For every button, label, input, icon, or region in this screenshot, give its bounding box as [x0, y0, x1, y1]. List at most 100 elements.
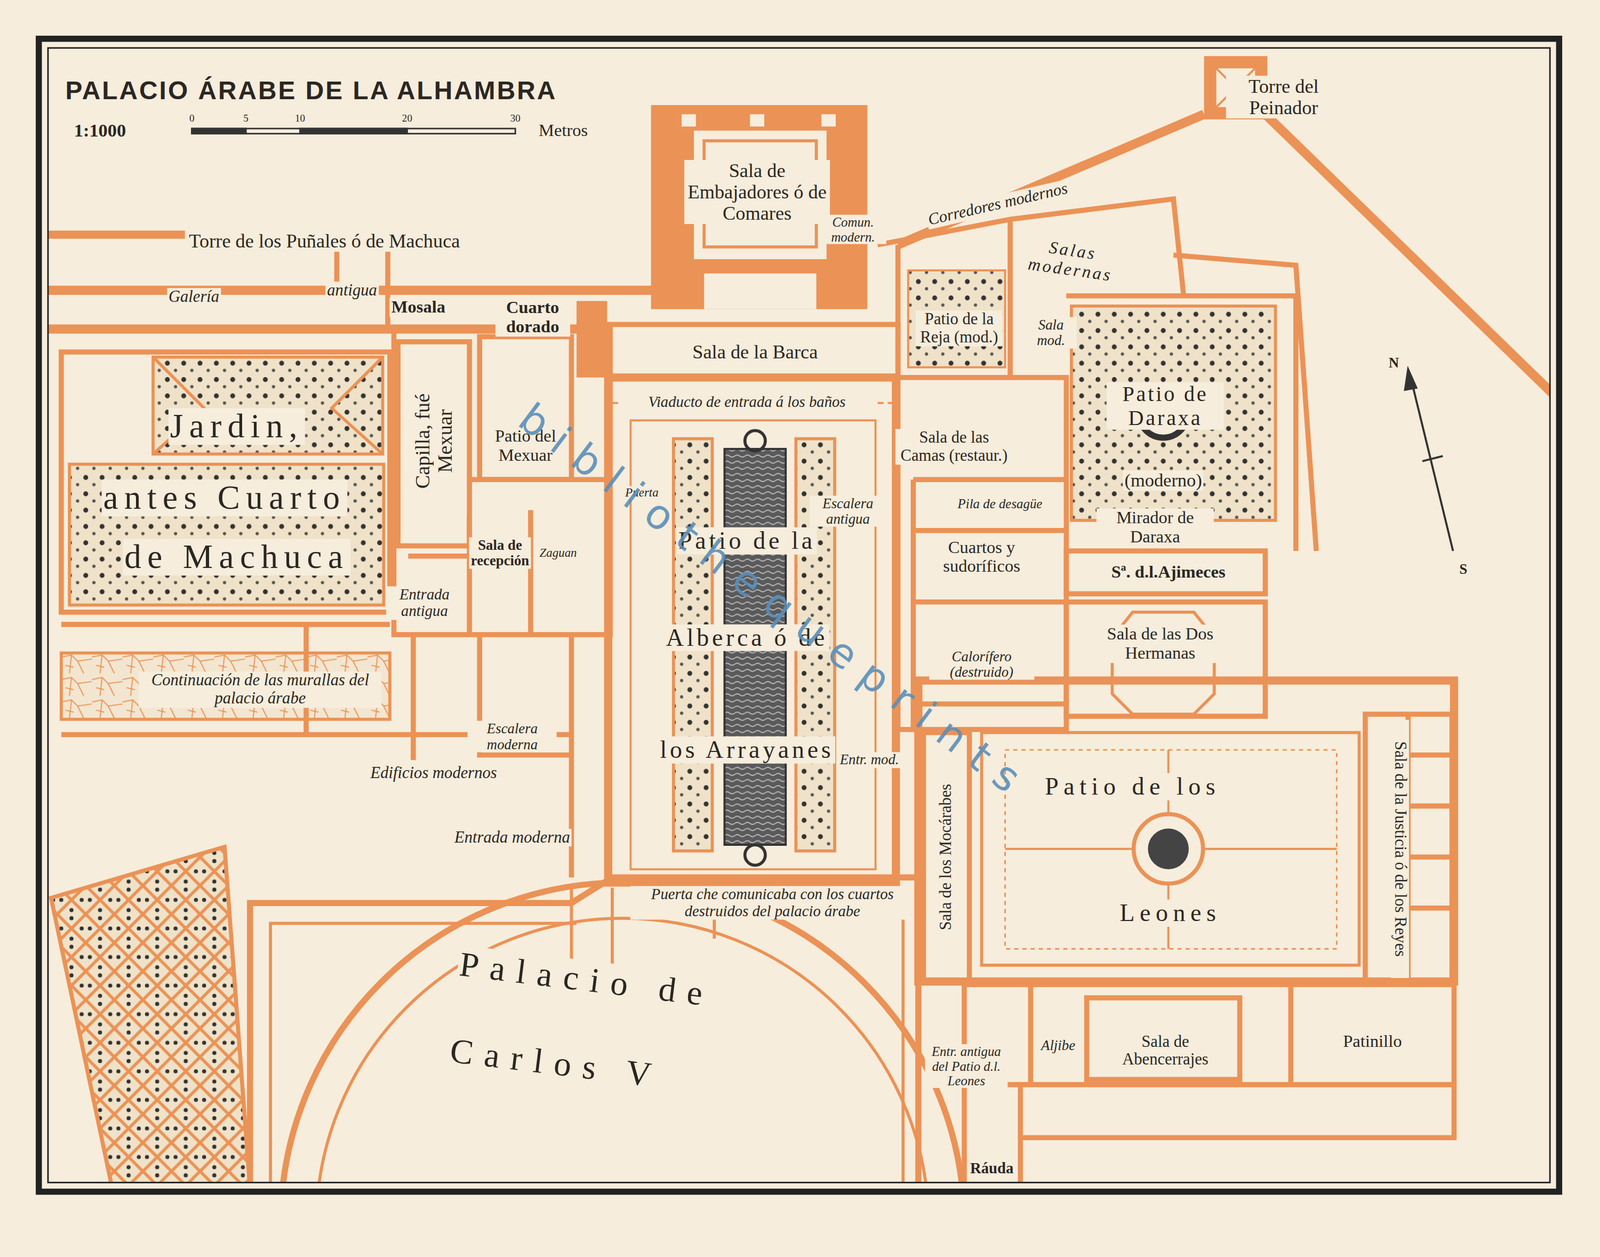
map-label: Comun. modern. — [819, 214, 887, 245]
plan-path — [250, 877, 919, 1183]
map-label: Entr. mod. — [838, 752, 901, 768]
plan-path — [51, 846, 251, 1183]
map-label: Continuación de las murallas del palacio… — [138, 672, 382, 708]
map-label: Calorífero (destruido) — [929, 648, 1035, 680]
plan-rect — [61, 652, 390, 719]
plan-rect — [69, 464, 384, 605]
map-label: Salas modernas — [1021, 234, 1122, 286]
plan-rect — [964, 984, 1454, 1085]
map-label: Torre de los Puñales ó de Machuca — [185, 230, 464, 252]
map-label: 5 — [241, 112, 251, 124]
map-label: los Arrayanes — [658, 736, 836, 764]
plan-circle — [1133, 814, 1204, 884]
map-label: Cuartos y sudoríficos — [922, 538, 1040, 577]
map-label: Torre del Peinador — [1226, 75, 1342, 119]
plan-rect — [749, 114, 765, 127]
plan-rect — [48, 48, 1550, 1183]
map-label: Sala de recepción — [468, 537, 532, 570]
plan-path — [61, 624, 572, 735]
plan-rect — [908, 270, 1006, 368]
map-label: 10 — [293, 112, 307, 124]
map-label: N — [1387, 355, 1401, 371]
map-label: 0 — [187, 112, 197, 124]
map-label: de Machuca — [122, 538, 351, 576]
plan-rect — [38, 38, 1560, 1192]
map-label: Escalera moderna — [467, 721, 557, 753]
map-label: Entr. antigua del Patio d.l. Leones — [924, 1044, 1008, 1088]
map-label: Patio de la Reja (mod.) — [915, 310, 1003, 347]
plan-circle — [316, 918, 929, 1183]
plan-path — [913, 479, 1067, 730]
map-label: 20 — [400, 112, 414, 124]
map-label: Sala de Abencerrajes — [1106, 1033, 1224, 1069]
map-label: Sala de las Dos Hermanas — [1092, 624, 1229, 663]
plan-circle — [745, 844, 766, 866]
map-label: Sala de la Justicia ó de los Reyes — [1390, 720, 1410, 979]
map-label: Puerta che comunicaba con los cuartos de… — [630, 886, 915, 920]
plan-path — [964, 984, 1454, 1183]
plan-rect — [1086, 997, 1240, 1080]
plan-rect — [608, 377, 896, 883]
plan-rect — [608, 324, 898, 378]
plan-rect — [1066, 602, 1266, 717]
map-label: antigua — [325, 281, 379, 300]
map-title: PALACIO ÁRABE DE LA ALHAMBRA — [65, 75, 557, 106]
plan-path — [408, 479, 611, 878]
plan-path — [1408, 714, 1452, 982]
map-label: Carlos V — [446, 1030, 667, 1096]
plan-circle — [1147, 828, 1189, 870]
plan-path — [1005, 749, 1338, 949]
map-label: Mirador de Daraxa — [1096, 508, 1214, 547]
map-label: Corredores modernos — [924, 179, 1071, 230]
plan-rect — [1071, 306, 1276, 521]
map-label: S — [1457, 561, 1469, 578]
map-label: Entrada moderna — [452, 828, 572, 847]
plan-rect — [192, 128, 516, 134]
map-label: Pila de desagüe — [955, 496, 1045, 511]
map-label: Entrada antigua — [386, 586, 463, 620]
plan-rect — [576, 300, 607, 378]
plan-rect — [192, 128, 246, 134]
plan-rect — [704, 273, 816, 310]
plan-rect — [981, 732, 1360, 966]
plan-rect — [918, 680, 1454, 982]
map-label: Sala de la Barca — [690, 341, 820, 363]
map-label: Jardin, — [168, 408, 306, 445]
plan-rect — [1365, 714, 1453, 982]
map-label: Sala de Embajadores ó de Comares — [684, 160, 831, 224]
plan-path — [1404, 369, 1416, 390]
plan-g — [192, 128, 516, 134]
map-label: Edificios modernos — [369, 764, 499, 783]
plan-rect — [153, 357, 383, 455]
map-label: Cuarto dorado — [495, 298, 571, 337]
map-label: Ráuda — [968, 1160, 1015, 1178]
map-label: Aljibe — [1039, 1037, 1077, 1054]
plan-rect — [821, 114, 836, 127]
map-label: Sala de las Camas (restaur.) — [895, 428, 1013, 465]
plan-g — [48, 56, 1550, 1183]
map-label: Sª. d.l.Ajimeces — [1109, 562, 1228, 582]
plan-path — [1422, 456, 1443, 462]
map-label: Zaguan — [537, 546, 579, 560]
plan-rect — [681, 114, 696, 127]
map-label: Sala mod. — [1025, 316, 1078, 349]
map-label: Metros — [537, 121, 590, 141]
map-label: Palacio de — [456, 945, 718, 1015]
plan-rect — [1066, 550, 1266, 594]
map-label: antes Cuarto — [101, 479, 348, 517]
plan-rect — [651, 105, 868, 310]
map-label: Escalera antigua — [809, 495, 887, 527]
map-label: Mosala — [389, 297, 447, 317]
map-label: (moderno) — [1122, 470, 1204, 491]
map-label: Patio de los — [1043, 773, 1222, 801]
plan-g — [1404, 369, 1453, 552]
map-label: Patio de Daraxa — [1106, 382, 1224, 430]
plan-path — [898, 114, 1551, 400]
map-label: Sala de los Mocárabes — [937, 782, 956, 933]
plan-rect — [1005, 749, 1338, 949]
map-label: Viaducto de entrada á los baños — [617, 393, 876, 411]
plan-rect — [397, 341, 470, 547]
map-label: Galería — [166, 288, 221, 307]
map-label: Capilla, fué Mexuar — [411, 378, 456, 504]
